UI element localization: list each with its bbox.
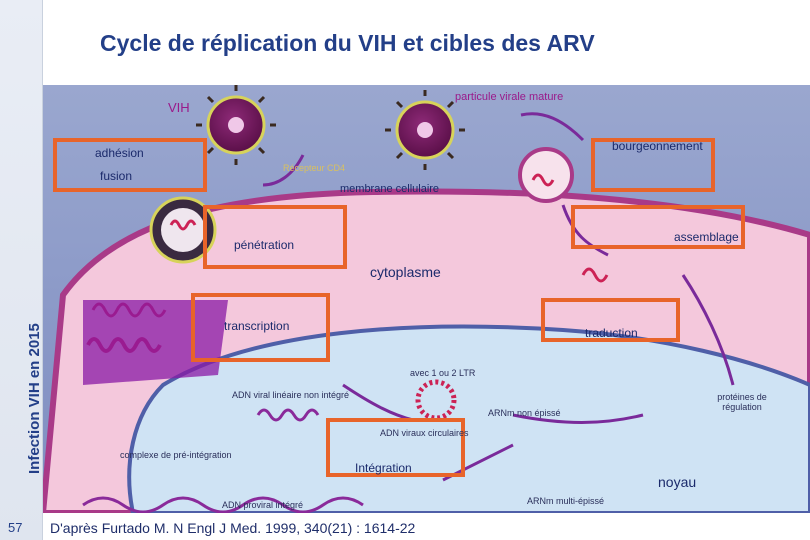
citation: D'après Furtado M. N Engl J Med. 1999, 3… [50, 520, 415, 536]
label-membrane: membrane cellulaire [340, 183, 439, 195]
label-particule: particule virale mature [455, 91, 563, 103]
page-number: 57 [8, 520, 22, 535]
label-penetration: pénétration [234, 238, 294, 252]
label-transcription: transcription [224, 319, 289, 333]
label-proteines: protéines de régulation [712, 392, 772, 412]
label-arnm-multi: ARNm multi-épissé [527, 496, 604, 506]
label-cytoplasme: cytoplasme [370, 264, 441, 280]
reverse-transcription-shape [83, 300, 228, 385]
label-fusion: fusion [100, 169, 132, 183]
label-recepteur: Récepteur CD4 [283, 163, 345, 173]
label-adn-circulaires: ADN viraux circulaires [380, 428, 469, 438]
label-noyau: noyau [658, 474, 696, 490]
virus-budding [520, 149, 572, 201]
virus-mature [385, 90, 465, 170]
label-complexe: complexe de pré-intégration [120, 450, 232, 460]
label-traduction: traduction [585, 326, 638, 340]
vertical-title: Infection VIH en 2015 [26, 323, 43, 474]
label-integration: Intégration [355, 461, 412, 475]
nucleus [129, 327, 810, 513]
virus-free [196, 85, 276, 165]
label-vih: VIH [168, 100, 190, 115]
label-ltr: avec 1 ou 2 LTR [410, 368, 475, 378]
label-adn-lineaire: ADN viral linéaire non intégré [232, 390, 349, 400]
page-title: Cycle de réplication du VIH et cibles de… [100, 30, 595, 57]
label-bourgeonnement: bourgeonnement [612, 139, 703, 153]
label-adhesion: adhésion [95, 146, 144, 160]
label-assemblage: assemblage [674, 230, 739, 244]
label-arnm-non-epissee: ARNm non épissé [488, 408, 561, 418]
label-adn-proviral: ADN proviral intégré [222, 500, 303, 510]
